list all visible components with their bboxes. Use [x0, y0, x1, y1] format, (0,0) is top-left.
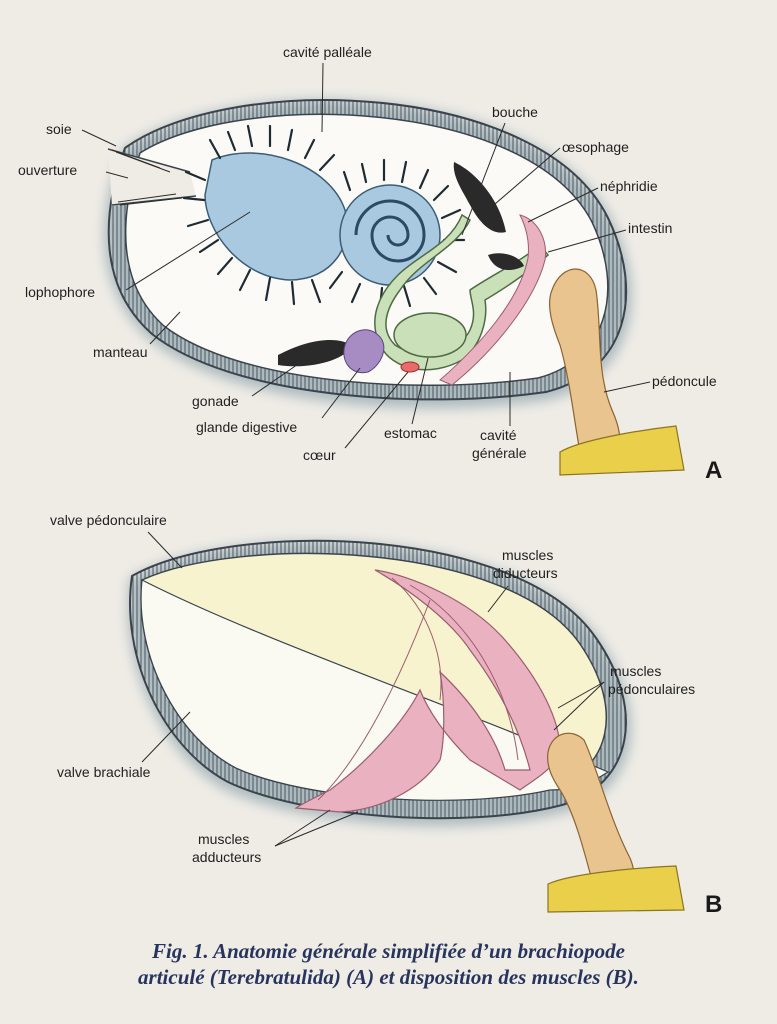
label-estomac: estomac	[384, 425, 437, 441]
label-glande-digestive: glande digestive	[196, 419, 297, 435]
label-cavite-generale-1: cavité	[480, 427, 517, 443]
muscles-b	[294, 569, 561, 813]
digestive-gland-a	[343, 329, 385, 374]
nephridia-a	[453, 162, 506, 233]
lophophore-a	[182, 124, 466, 310]
label-manteau: manteau	[93, 344, 147, 360]
substrate-a	[559, 425, 685, 476]
figure-a: cavité palléale bouche œsophage néphridi…	[18, 44, 722, 484]
gonade-a	[278, 339, 352, 367]
label-muscles-diducteurs-2: diducteurs	[493, 565, 558, 581]
label-cavite-palleale: cavité palléale	[283, 44, 372, 60]
label-valve-brachiale: valve brachiale	[57, 764, 151, 780]
label-gonade: gonade	[192, 393, 239, 409]
label-ouverture: ouverture	[18, 162, 77, 178]
figure-caption: Fig. 1. Anatomie générale simplifiée d’u…	[0, 938, 777, 990]
pedicle-a	[548, 268, 621, 453]
muscles-a	[439, 214, 547, 386]
label-lophophore: lophophore	[25, 284, 95, 300]
label-muscles-diducteurs-1: muscles	[502, 547, 553, 563]
figure-letter-a: A	[705, 457, 722, 484]
label-coeur: cœur	[303, 447, 336, 463]
dark-organ-a	[488, 253, 524, 271]
label-valve-pedonculaire: valve pédonculaire	[50, 512, 167, 528]
label-nephridie: néphridie	[600, 178, 658, 194]
label-oesophage: œsophage	[562, 139, 629, 155]
caption-line-1: Fig. 1. Anatomie générale simplifiée d’u…	[152, 939, 625, 963]
label-soie: soie	[46, 121, 72, 137]
digestive-tract-a	[374, 213, 550, 373]
figure-b: valve pédonculaire muscles diducteurs mu…	[50, 512, 722, 918]
label-intestin: intestin	[628, 220, 672, 236]
label-muscles-adducteurs-1: muscles	[198, 831, 249, 847]
label-pedoncule: pédoncule	[652, 373, 717, 389]
caption-line-2: articulé (Terebratulida) (A) et disposit…	[138, 965, 639, 989]
label-cavite-generale-2: générale	[472, 445, 527, 461]
label-muscles-pedonculaires-2: pédonculaires	[608, 681, 695, 697]
substrate-b	[547, 865, 685, 913]
label-bouche: bouche	[492, 104, 538, 120]
label-muscles-adducteurs-2: adducteurs	[192, 849, 261, 865]
label-muscles-pedonculaires-1: muscles	[610, 663, 661, 679]
setae-a	[111, 149, 183, 206]
shell-opening-a	[108, 148, 196, 206]
figure-letter-b: B	[705, 891, 722, 918]
